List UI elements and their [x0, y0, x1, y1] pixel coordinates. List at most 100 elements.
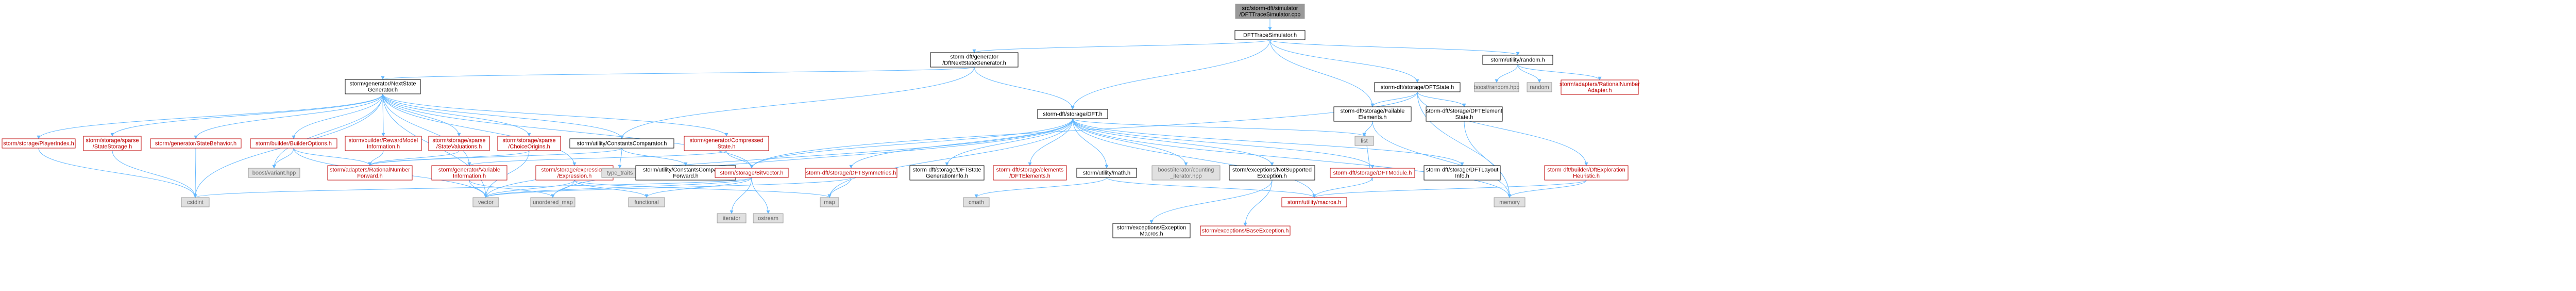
node-box-baseexception	[1200, 225, 1291, 236]
node-nextstategen[interactable]: storm-dft/generator/DftNextStateGenerato…	[930, 52, 1019, 68]
edge-nsg-to-expression	[382, 93, 577, 166]
edge-nsg-to-boostvariant	[272, 93, 383, 169]
edge-nsg-to-constcomp	[382, 93, 624, 139]
node-label-choiceorigins-line1: storm/storage/sparse	[502, 138, 555, 144]
node-dfth[interactable]: storm-dft/storage/DFT.h	[1037, 109, 1108, 119]
node-label-elemstate-line1: storm-dft/storage/DFTElement	[1426, 108, 1502, 115]
node-label-map-line1: map	[824, 200, 835, 206]
edge-sparsestate-to-cstdint	[112, 150, 197, 198]
node-dftelements[interactable]: storm-dft/storage/elements/DFTElements.h	[993, 165, 1067, 181]
node-label-root-line1: src/storm-dft/simulator	[1242, 6, 1298, 12]
node-box-exceptionmacros	[1112, 223, 1191, 238]
node-macros[interactable]: storm/utility/macros.h	[1281, 197, 1347, 207]
node-baseexception[interactable]: storm/exceptions/BaseException.h	[1200, 225, 1291, 236]
edge-dftexploration-to-memory	[1507, 180, 1587, 198]
node-box-statevaluations	[428, 136, 490, 151]
node-sparsestate[interactable]: storm/storage/sparse/StateStorage.h	[83, 136, 142, 151]
node-bitvector[interactable]: storm/storage/BitVector.h	[715, 168, 789, 178]
node-box-playerindex	[2, 138, 76, 149]
node-expression[interactable]: storm/storage/expressions/Expression.h	[535, 165, 614, 181]
node-label-elemstate-line2: State.h	[1455, 115, 1473, 121]
node-box-dftsymm	[805, 168, 897, 178]
node-box-nsg	[345, 79, 421, 94]
node-box-constcomp	[569, 138, 674, 149]
edge-nsg-to-statebehavior	[194, 93, 383, 139]
edge-constcomp-to-typetraits	[618, 148, 622, 169]
node-box-boostrandom	[1474, 82, 1519, 92]
node-label-dftexploration-line2: Heuristic.h	[1573, 173, 1600, 180]
node-choiceorigins[interactable]: storm/storage/sparse/ChoiceOrigins.h	[497, 136, 561, 151]
edge-playerindex-to-cstdint	[38, 148, 197, 198]
node-label-expression-line1: storm/storage/expressions	[541, 167, 608, 173]
edge-builderoptions-to-ratforward	[293, 148, 372, 166]
edge-dfth-to-vector	[484, 118, 1073, 198]
node-label-dftlayout-line1: storm-dft/storage/DFTLayout	[1426, 167, 1499, 173]
node-dftsymm[interactable]: storm-dft/storage/DFTSymmetries.h	[805, 168, 897, 178]
node-random[interactable]: storm/utility/random.h	[1482, 55, 1553, 65]
edge-failable-to-memory	[1372, 121, 1512, 198]
edge-bitvector-to-cstdint	[193, 177, 752, 198]
edge-statevaluations-to-ratforward	[368, 150, 460, 166]
edge-random-to-randomstd	[1517, 64, 1541, 83]
node-nsg[interactable]: storm/generator/NextStateGenerator.h	[345, 79, 421, 94]
node-label-statevaluations-line1: storm/storage/sparse	[432, 138, 485, 144]
edge-dfth-to-countingiter	[1072, 118, 1188, 166]
node-tracesim[interactable]: DFTTraceSimulator.h	[1234, 30, 1306, 40]
node-mathh[interactable]: storm/utility/math.h	[1076, 168, 1137, 178]
edge-expression-to-functional	[574, 180, 649, 198]
edge-dftmodule-to-macros	[1312, 177, 1373, 198]
edge-tracesim-to-dfth	[1071, 39, 1270, 110]
node-box-map	[820, 197, 839, 207]
node-box-memory	[1494, 197, 1526, 207]
node-ostream: ostream	[753, 213, 784, 223]
edge-nextstategen-to-constcomp	[620, 67, 975, 139]
node-label-notsupported-line2: Exception.h	[1257, 173, 1286, 180]
node-label-dftlayout-line2: Info.h	[1455, 173, 1469, 180]
node-box-mathh	[1076, 168, 1137, 178]
node-statebehavior[interactable]: storm/generator/StateBehavior.h	[150, 138, 242, 149]
edge-random-to-ratadapter1	[1517, 64, 1602, 80]
node-label-bitvector-line1: storm/storage/BitVector.h	[720, 170, 784, 176]
node-box-ratadapter1	[1561, 79, 1639, 95]
edge-constcomp-to-constcompfwd	[621, 148, 688, 166]
node-label-constcomp-line1: storm/utility/ConstantsComparator.h	[577, 141, 667, 147]
edge-dfth-to-bitvector	[750, 118, 1073, 169]
node-statevaluations[interactable]: storm/storage/sparse/StateValuations.h	[428, 136, 490, 151]
node-stategenerationinfo[interactable]: storm-dft/storage/DFTStateGenerationInfo…	[909, 165, 985, 181]
node-label-memory-line1: memory	[1499, 200, 1520, 206]
node-label-iterator-line1: iterator	[723, 216, 741, 222]
edge-choiceorigins-to-ratforward	[368, 150, 530, 166]
node-boostrandom: boost/random.hpp	[1474, 82, 1519, 92]
node-dftexploration[interactable]: storm-dft/builder/DftExplorationHeuristi…	[1544, 165, 1629, 181]
node-label-randomstd-line1: random	[1530, 85, 1549, 91]
node-box-root	[1235, 4, 1305, 19]
node-label-nextstategen-line2: /DftNextStateGenerator.h	[942, 60, 1006, 67]
edge-nsg-to-sparsestate	[110, 93, 383, 137]
node-builderoptions[interactable]: storm/builder/BuilderOptions.h	[250, 138, 337, 149]
node-label-baseexception-line1: storm/exceptions/BaseException.h	[1202, 228, 1289, 234]
node-label-varinfo-line1: storm/generator/Variable	[438, 167, 500, 173]
node-dftstate[interactable]: storm-dft/storage/DFTState.h	[1374, 82, 1461, 92]
node-label-dfth-line1: storm-dft/storage/DFT.h	[1043, 111, 1103, 118]
node-box-iterator	[717, 213, 747, 223]
node-unorderedmap: unordered_map	[530, 197, 575, 207]
node-dftmodule[interactable]: storm-dft/storage/DFTModule.h	[1330, 168, 1415, 178]
edge-nsg-to-builderoptions	[292, 93, 383, 139]
edge-dfth-to-memory	[1072, 118, 1512, 198]
edge-mathh-to-cmath	[974, 177, 1107, 198]
edge-bitvector-to-iterator	[730, 177, 752, 214]
node-map: map	[820, 197, 839, 207]
node-constcomp[interactable]: storm/utility/ConstantsComparator.h	[569, 138, 674, 149]
node-root[interactable]: src/storm-dft/simulator/DFTTraceSimulato…	[1235, 4, 1305, 19]
node-playerindex[interactable]: storm/storage/PlayerIndex.h	[2, 138, 76, 149]
